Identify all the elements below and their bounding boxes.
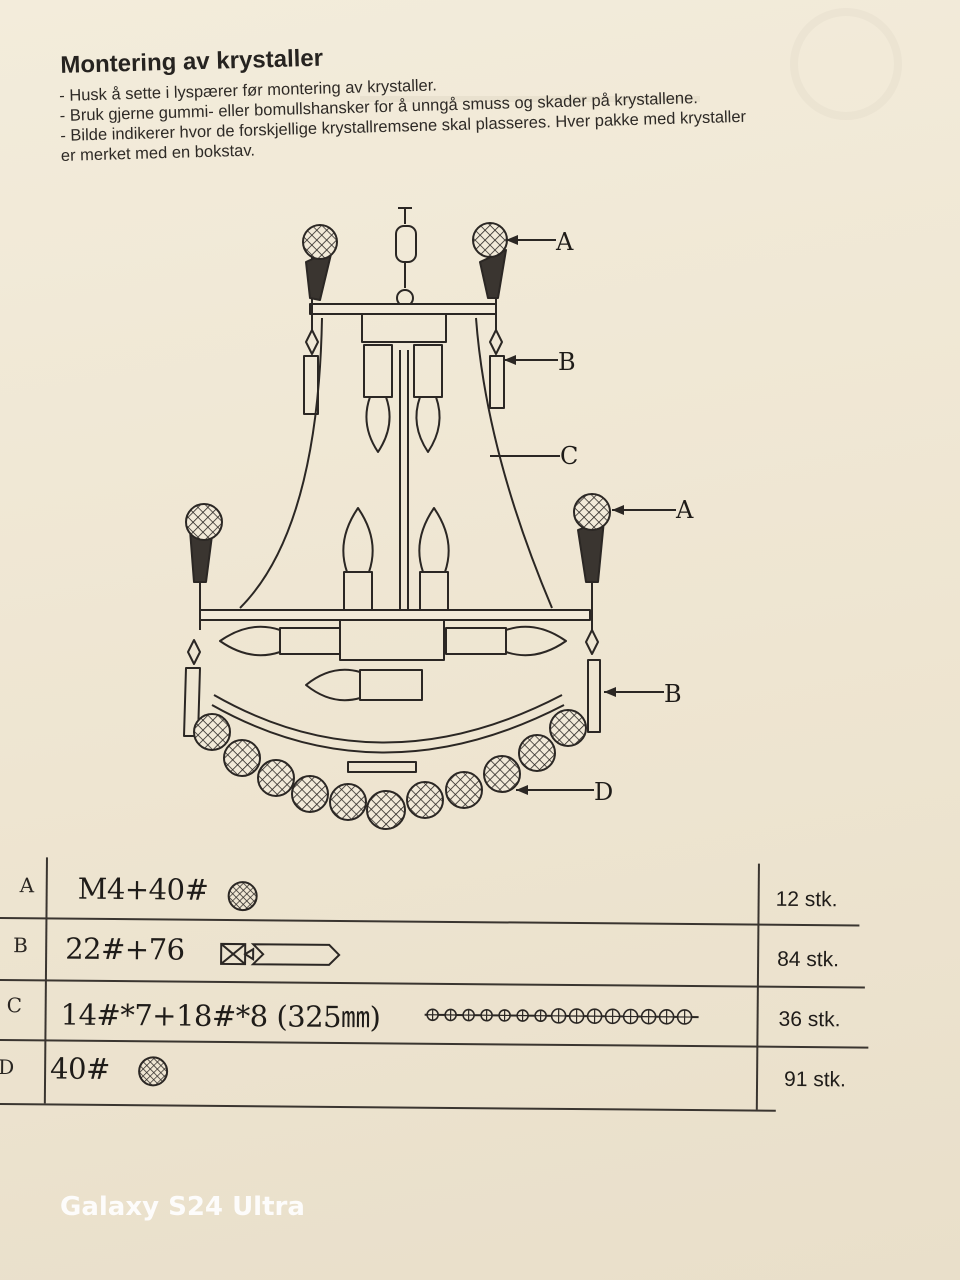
part-code: 40# bbox=[49, 1051, 110, 1086]
part-code: 14#*7+18#*8 (325㎜) bbox=[60, 997, 381, 1035]
callout-label-a-lower: A bbox=[675, 496, 694, 524]
bead-facet-icon bbox=[587, 1009, 602, 1024]
bead-facet-icon bbox=[551, 1008, 566, 1023]
instructions-header: Montering av krystaller - Husk å sette i… bbox=[58, 30, 861, 166]
table-row: D 40# 91 stk. bbox=[0, 855, 880, 1091]
table-rule bbox=[0, 916, 860, 927]
row-letter: C bbox=[6, 993, 23, 1018]
table-row: A M4+40# 12 stk. bbox=[0, 855, 880, 912]
callout-label-a-top: A bbox=[555, 228, 574, 256]
parts-table: A M4+40# 12 stk. B 22#+76 84 stk. bbox=[0, 855, 880, 1123]
row-letter: D bbox=[0, 1054, 15, 1080]
bead-facet-icon bbox=[499, 1009, 511, 1021]
crystal-ball-icon bbox=[227, 881, 258, 912]
bead-facet-icon bbox=[677, 1009, 692, 1024]
prism-strip-icon bbox=[220, 942, 341, 966]
bead-facet-icon bbox=[641, 1009, 656, 1024]
bead-facet-icon bbox=[605, 1009, 620, 1024]
part-code: M4+40# bbox=[77, 871, 209, 907]
bead-facet-icon bbox=[569, 1009, 584, 1024]
quantity: 91 stk. bbox=[783, 1067, 847, 1092]
bead-facet-icon bbox=[445, 1009, 457, 1021]
table-row: C 14#*7+18#*8 (325㎜) 36 stk. bbox=[0, 855, 880, 1034]
camera-watermark: Galaxy S24 Ultra bbox=[60, 1192, 305, 1222]
bead-chain-icon bbox=[424, 1008, 699, 1025]
crystal-ball-icon bbox=[138, 1056, 169, 1087]
table-rule bbox=[0, 978, 865, 989]
bead-facet-icon bbox=[659, 1009, 674, 1024]
callout-label-c: C bbox=[560, 442, 578, 470]
bead-facet-icon bbox=[481, 1009, 493, 1021]
callout-label-b-top: B bbox=[558, 348, 576, 376]
table-rule bbox=[0, 1102, 776, 1112]
callout-label-d: D bbox=[594, 778, 613, 806]
row-letter: A bbox=[19, 873, 35, 898]
bead-facet-icon bbox=[427, 1009, 439, 1021]
quantity: 12 stk. bbox=[775, 887, 838, 912]
show-through-text bbox=[360, 62, 700, 102]
table-rule bbox=[0, 1038, 869, 1049]
quantity: 84 stk. bbox=[777, 947, 840, 972]
row-letter: B bbox=[13, 933, 29, 958]
table-row: B 22#+76 84 stk. bbox=[0, 855, 880, 972]
quantity: 36 stk. bbox=[778, 1007, 841, 1032]
show-through-logo bbox=[790, 8, 902, 120]
bead-facet-icon bbox=[463, 1009, 475, 1021]
callout-label-b-lower: B bbox=[664, 680, 682, 708]
chandelier-diagram: A B C A B D bbox=[183, 207, 694, 830]
bead-facet-icon bbox=[517, 1010, 529, 1022]
bead-facet-icon bbox=[623, 1009, 638, 1024]
bead-facet-icon bbox=[535, 1010, 547, 1022]
part-code: 22#+76 bbox=[65, 931, 185, 967]
